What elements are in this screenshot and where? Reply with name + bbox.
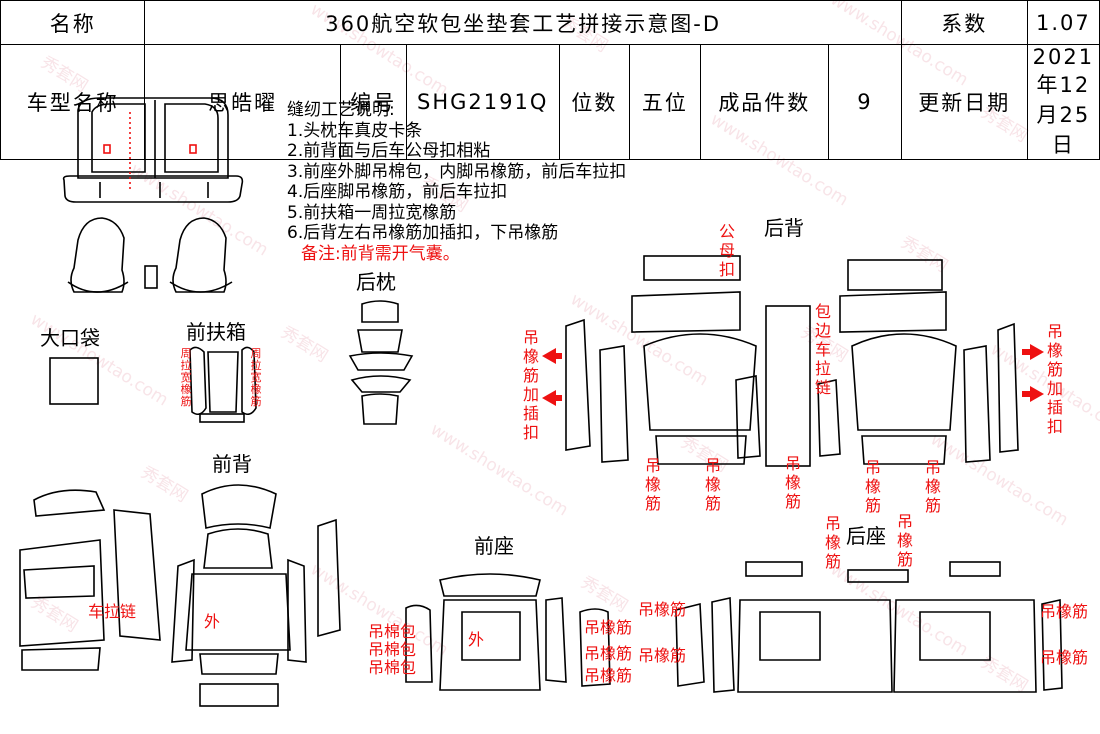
note-elastic: 吊橡筋 (584, 618, 633, 637)
front-back-pieces (19, 484, 341, 707)
seats-label: 位数 (558, 44, 631, 160)
rear-seat-pieces (675, 561, 1063, 693)
note-cotton-pack: 吊棉包 (368, 622, 417, 641)
code-label: 编号 (339, 44, 407, 160)
note-elastic: 吊橡筋 (644, 456, 661, 513)
note-item: 2.前背面与后车公母扣相粘 (287, 141, 491, 161)
note-elastic: 吊橡筋 (824, 514, 841, 571)
note-cotton-pack: 吊棉包 (368, 640, 417, 659)
pieces-label: 成品件数 (699, 44, 829, 160)
label-front-back: 前背 (212, 452, 252, 476)
note-elastic: 吊橡筋 (784, 454, 801, 511)
note-elastic: 吊橡筋 (1040, 648, 1089, 667)
note-male-female-buckle: 公母扣 (718, 222, 735, 279)
note-elastic: 吊橡筋 (896, 512, 913, 569)
label-front-seat: 前座 (474, 534, 514, 558)
code-value: SHG2191Q (405, 44, 560, 160)
note-elastic-hook-right: 吊橡筋加插扣 (1046, 322, 1063, 436)
date-label: 更新日期 (900, 44, 1028, 160)
rear-back-pieces (565, 255, 1019, 467)
label-rear-back: 后背 (764, 216, 804, 240)
doc-title: 360航空软包坐垫套工艺拼接示意图-D (144, 0, 902, 45)
note-around-elastic-right: 周拉宽橡筋 (250, 347, 262, 408)
name-label: 名称 (0, 0, 146, 45)
note-cotton-pack: 吊棉包 (368, 658, 417, 677)
note-elastic: 吊橡筋 (638, 646, 687, 665)
seats-value: 五位 (629, 44, 701, 160)
note-zipper: 车拉链 (88, 602, 137, 621)
note-item: 6.后背左右吊橡筋加插扣，下吊橡筋 (287, 223, 559, 243)
note-elastic: 吊橡筋 (584, 666, 633, 685)
note-item: 3.前座外脚吊棉包，内脚吊橡筋，前后车拉扣 (287, 161, 627, 182)
sewing-notes: 缝纫工艺说明: 1.头枕车真皮卡条 2.前背面与后车公母扣相粘 3.前座外脚吊棉… (287, 100, 626, 264)
note-around-elastic-left: 周拉宽橡筋 (180, 347, 192, 408)
note-elastic: 吊橡筋 (1040, 602, 1089, 621)
note-elastic: 吊橡筋 (638, 600, 687, 619)
label-front-armrest: 前扶箱 (186, 320, 246, 344)
label-big-pocket: 大口袋 (40, 326, 100, 350)
note-item: 5.前扶箱一周拉宽橡筋 (287, 202, 457, 223)
elastic-arrows (542, 344, 1044, 406)
label-rear-headrest: 后枕 (356, 270, 396, 294)
note-edge-zipper: 包边车拉链 (814, 302, 831, 397)
note-item: 4.后座脚吊橡筋，前后车拉扣 (287, 182, 508, 202)
label-rear-seat: 后座 (846, 524, 886, 548)
note-item: 1.头枕车真皮卡条 (287, 120, 423, 141)
model-value: 思皓曜 (144, 44, 341, 160)
big-pocket-piece (49, 357, 99, 405)
note-outer: 外 (468, 630, 485, 649)
model-label: 车型名称 (0, 44, 146, 160)
header-table: 名称 360航空软包坐垫套工艺拼接示意图-D 系数 1.07 车型名称 思皓曜 … (0, 0, 1100, 160)
front-seat-pieces (405, 573, 611, 691)
note-elastic-hook-left: 吊橡筋加插扣 (522, 328, 539, 442)
coef-label: 系数 (900, 0, 1028, 45)
date-value: 2021年12月25日 (1026, 44, 1100, 160)
note-elastic: 吊橡筋 (704, 456, 721, 513)
notes-title: 缝纫工艺说明: (287, 100, 395, 120)
pieces-value: 9 (827, 44, 902, 160)
front-armrest-pieces (189, 346, 257, 423)
seat-overview-diagram (62, 97, 244, 203)
rear-headrest-pieces (348, 300, 414, 425)
notes-remark: 备注:前背需开气囊。 (301, 243, 460, 264)
note-elastic: 吊橡筋 (924, 458, 941, 515)
note-elastic: 吊橡筋 (584, 644, 633, 663)
front-seat-overview (67, 217, 233, 293)
note-outer: 外 (204, 612, 221, 631)
note-elastic: 吊橡筋 (864, 458, 881, 515)
